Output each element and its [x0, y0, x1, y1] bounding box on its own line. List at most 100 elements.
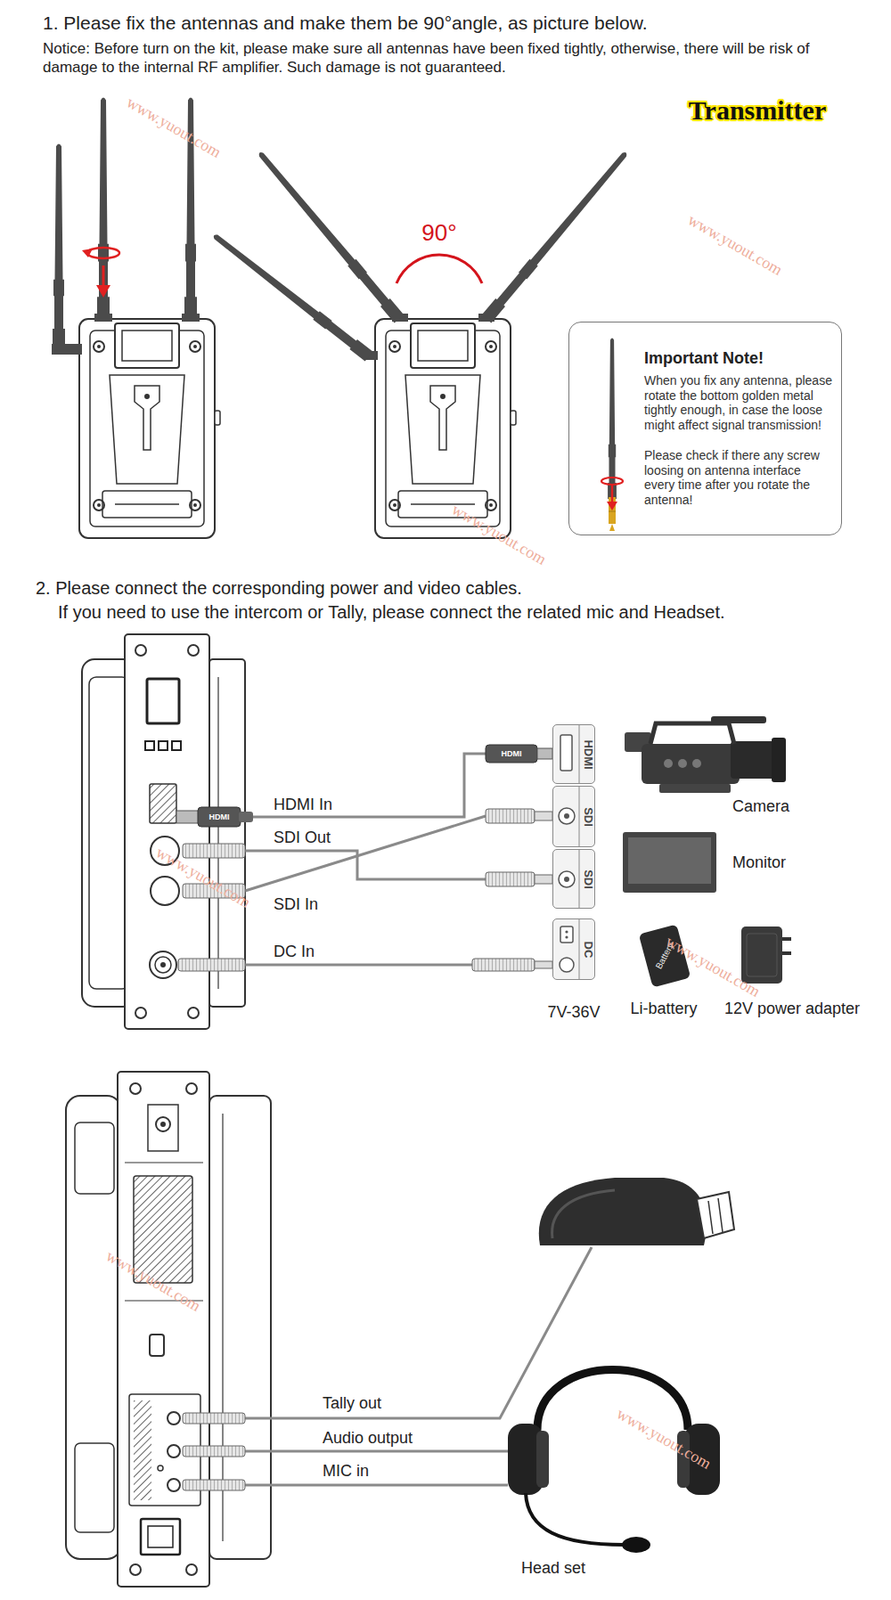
- note-heading: Important Note!: [644, 349, 833, 368]
- step-heading: If you need to use the intercom or Tally…: [57, 602, 726, 623]
- transmitter-front: [97, 97, 110, 319]
- camera-icon: [692, 759, 702, 769]
- connector-panel: [578, 725, 580, 784]
- device-label: Head set: [521, 1559, 586, 1578]
- headset: [537, 1370, 688, 1431]
- transmitter-side: [217, 677, 219, 990]
- device-label: Monitor: [732, 853, 786, 873]
- note-antenna: [609, 523, 615, 532]
- note-antenna: [608, 511, 616, 513]
- transmitter-side: [160, 1121, 166, 1128]
- connector-box: SDI: [552, 785, 596, 848]
- device-title: Transmitter: [688, 95, 826, 127]
- plug: [182, 1479, 246, 1491]
- adapter-icon: [741, 926, 783, 984]
- rotate-arrow: [81, 248, 93, 258]
- transmitter-side: [149, 1334, 164, 1357]
- plug: [182, 1413, 246, 1491]
- connector-panel: [564, 930, 568, 933]
- monitor-icon: [628, 837, 712, 884]
- port-label: HDMI In: [273, 795, 333, 815]
- transmitter-side: [147, 678, 180, 724]
- camera-icon: [663, 759, 673, 769]
- camera-icon: [711, 716, 767, 724]
- note-antenna: [611, 485, 614, 505]
- headset: [536, 1430, 549, 1488]
- connector-panel: [552, 724, 596, 785]
- watermark: www.yuout.com: [122, 92, 224, 162]
- transmitter-side: [135, 645, 147, 656]
- transmitter-side: [65, 1095, 122, 1560]
- notice-text: Notice: Before turn on the kit, please m…: [42, 39, 863, 77]
- tally-light: [718, 1198, 723, 1233]
- camera-icon: [771, 737, 786, 783]
- connector-panel: [552, 918, 596, 981]
- plug: [197, 807, 241, 827]
- transmitter-front: [375, 318, 516, 539]
- transmitter-side: [167, 1445, 180, 1458]
- camera-icon: [650, 723, 735, 744]
- angle-arc: [396, 254, 483, 284]
- tally-light: [539, 1177, 707, 1246]
- transmitter-side: [150, 876, 180, 906]
- voltage-range: 7V-36V: [547, 1003, 600, 1022]
- cable: [245, 1484, 508, 1488]
- connector-panel: [552, 785, 596, 848]
- tally-light: [696, 1192, 735, 1239]
- port-label: MIC in: [322, 1462, 369, 1481]
- rotate-arrow: [96, 285, 111, 298]
- camera-icon: [659, 784, 731, 793]
- note-antenna: [601, 338, 623, 532]
- connector-panel: [578, 919, 580, 980]
- connector-panel: [560, 735, 573, 771]
- transmitter-front: [482, 148, 631, 324]
- device-label: Li-battery: [629, 999, 697, 1019]
- step-heading: 1. Please fix the antennas and make them…: [42, 12, 648, 34]
- camera-icon: [624, 716, 786, 793]
- adapter-icon: [782, 937, 792, 941]
- adapter-icon: [741, 926, 792, 984]
- plug-text: HDMI: [209, 812, 230, 822]
- rotate-arrow: [81, 247, 120, 298]
- connector-panel: [564, 876, 570, 883]
- transmitter-side: [81, 634, 246, 1030]
- cable: [245, 753, 486, 965]
- connector-panel: [559, 957, 574, 973]
- transmitter-front: [51, 97, 221, 539]
- transmitter-side: [155, 956, 172, 973]
- connector-box: DC: [552, 918, 596, 981]
- connector-panel: [552, 724, 596, 981]
- note-box: Important Note!When you fix any antenna,…: [568, 321, 842, 536]
- plug: [537, 748, 553, 760]
- transmitter-front: [79, 318, 221, 539]
- transmitter-side: [221, 1113, 223, 1542]
- adapter-icon: [746, 933, 777, 977]
- transmitter-side: [188, 645, 199, 656]
- plug: [182, 843, 246, 859]
- connector-name: DC: [581, 940, 596, 958]
- transmitter-front: [210, 230, 373, 362]
- note-text: Please check if there any screw loosing …: [644, 448, 833, 507]
- plug: [485, 744, 538, 763]
- connector-panel: [552, 849, 596, 909]
- cable: [245, 1450, 508, 1454]
- transmitter-side: [117, 1071, 210, 1587]
- connector-panel: [578, 786, 580, 847]
- transmitter-side: [149, 784, 177, 824]
- cable: [245, 1247, 592, 1419]
- transmitter-side: [160, 962, 166, 968]
- connector-panel: [558, 808, 575, 825]
- transmitter-side: [147, 1526, 173, 1548]
- connector-panel: [564, 935, 568, 939]
- cable: [245, 850, 486, 880]
- camera-icon: [730, 741, 776, 779]
- camera-icon: [641, 743, 740, 785]
- connector-name: SDI: [581, 869, 596, 890]
- transmitter-side: [74, 1122, 115, 1194]
- connector-panel: [578, 850, 580, 908]
- monitor-icon: [622, 832, 717, 893]
- transmitter-side: [135, 1007, 147, 1019]
- note-antenna: [601, 477, 623, 485]
- adapter-icon: [782, 951, 792, 956]
- port-label: Tally out: [322, 1394, 382, 1414]
